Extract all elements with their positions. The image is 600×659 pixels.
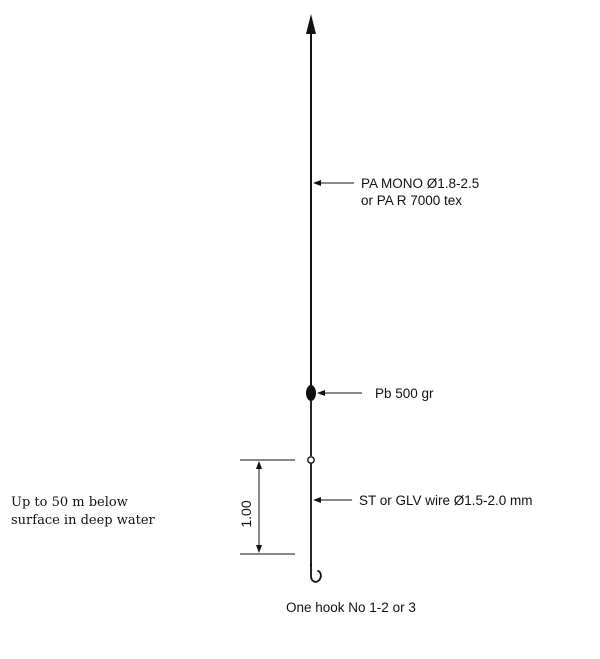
wire-pointer-arrowhead <box>313 497 321 503</box>
line-material-pointer-arrowhead <box>313 180 321 186</box>
mainline-arrowhead <box>306 14 316 34</box>
sinker-weight <box>306 385 316 401</box>
sinker-pointer-arrowhead <box>317 390 325 396</box>
hook-label: One hook No 1-2 or 3 <box>286 600 416 615</box>
depth-label-2: surface in deep water <box>11 513 156 528</box>
line-material-label-2: or PA R 7000 tex <box>361 193 462 208</box>
line-material-label-1: PA MONO Ø1.8-2.5 <box>361 176 479 191</box>
depth-label-1: Up to 50 m below <box>11 495 128 510</box>
sinker-label: Pb 500 gr <box>375 386 434 401</box>
dimension-label: 1.00 <box>238 500 254 527</box>
hook-icon <box>310 563 322 583</box>
dimension-arrowhead-bottom <box>256 545 262 553</box>
swivel <box>307 456 315 464</box>
dimension-arrowhead-top <box>256 461 262 469</box>
wire-label: ST or GLV wire Ø1.5-2.0 mm <box>359 493 533 508</box>
